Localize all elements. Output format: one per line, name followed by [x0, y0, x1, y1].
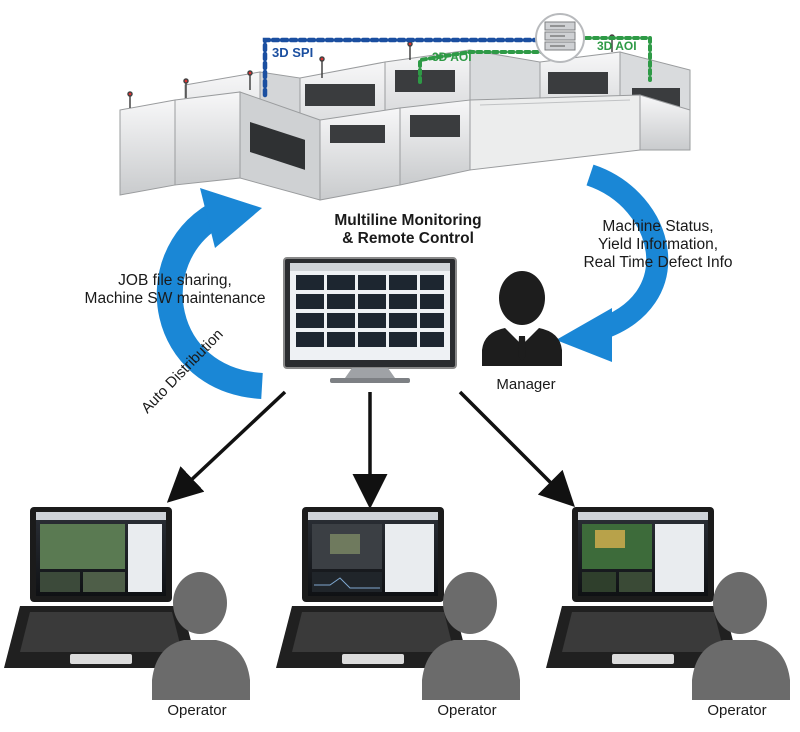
right-note: Machine Status, Yield Information, Real …: [563, 218, 753, 271]
operator-label-3: Operator: [707, 702, 767, 719]
operator-person-icon: [422, 572, 520, 700]
desktop-monitor-icon: [283, 257, 457, 383]
manager-person-icon: [482, 271, 562, 366]
operator-person-icon: [152, 572, 250, 700]
hub-title-line-2: & Remote Control: [342, 229, 474, 247]
left-note-line-2: Machine SW maintenance: [84, 289, 266, 307]
spi-link-dotted: [262, 37, 548, 98]
laptop-icon: [546, 507, 740, 668]
operator-label-2: Operator: [437, 702, 497, 719]
monitor-thumbnails: [296, 275, 444, 347]
manager-label: Manager: [496, 376, 556, 393]
aoi-tag-1: 3D AOI: [432, 50, 472, 64]
aoi-link-dotted-2: [576, 36, 652, 82]
spi-tag: 3D SPI: [272, 45, 314, 60]
hub-title-line-1: Multiline Monitoring: [334, 212, 482, 229]
aoi-tag-2: 3D AOI: [597, 39, 637, 53]
operator-station-3: [546, 507, 790, 700]
left-note-line-1: JOB file sharing,: [118, 272, 232, 289]
right-note-line-3: Real Time Defect Info: [583, 253, 733, 271]
arrow-to-operator-3: [458, 390, 575, 507]
aoi-link-dotted-1: [418, 50, 547, 84]
arrow-to-operator-1: [166, 390, 287, 503]
right-note-line-1: Machine Status,: [602, 218, 714, 235]
laptop-icon: [276, 507, 470, 668]
operator-person-icon: [692, 572, 790, 700]
right-flow-arrow: [556, 164, 669, 362]
hub-title: Multiline Monitoring & Remote Control: [318, 212, 498, 248]
operator-label-1: Operator: [167, 702, 227, 719]
laptop-icon: [4, 507, 198, 668]
operator-station-1: [4, 507, 250, 700]
smt-production-line: [119, 34, 691, 201]
machine-front-row: [119, 91, 691, 201]
right-note-line-2: Yield Information,: [597, 235, 719, 253]
left-flow-arrow: [156, 188, 264, 399]
operator-station-2: [276, 507, 520, 700]
database-server-icon: [535, 13, 585, 63]
left-note: JOB file sharing, Machine SW maintenance: [60, 272, 290, 308]
distribution-arrows: [166, 390, 575, 509]
